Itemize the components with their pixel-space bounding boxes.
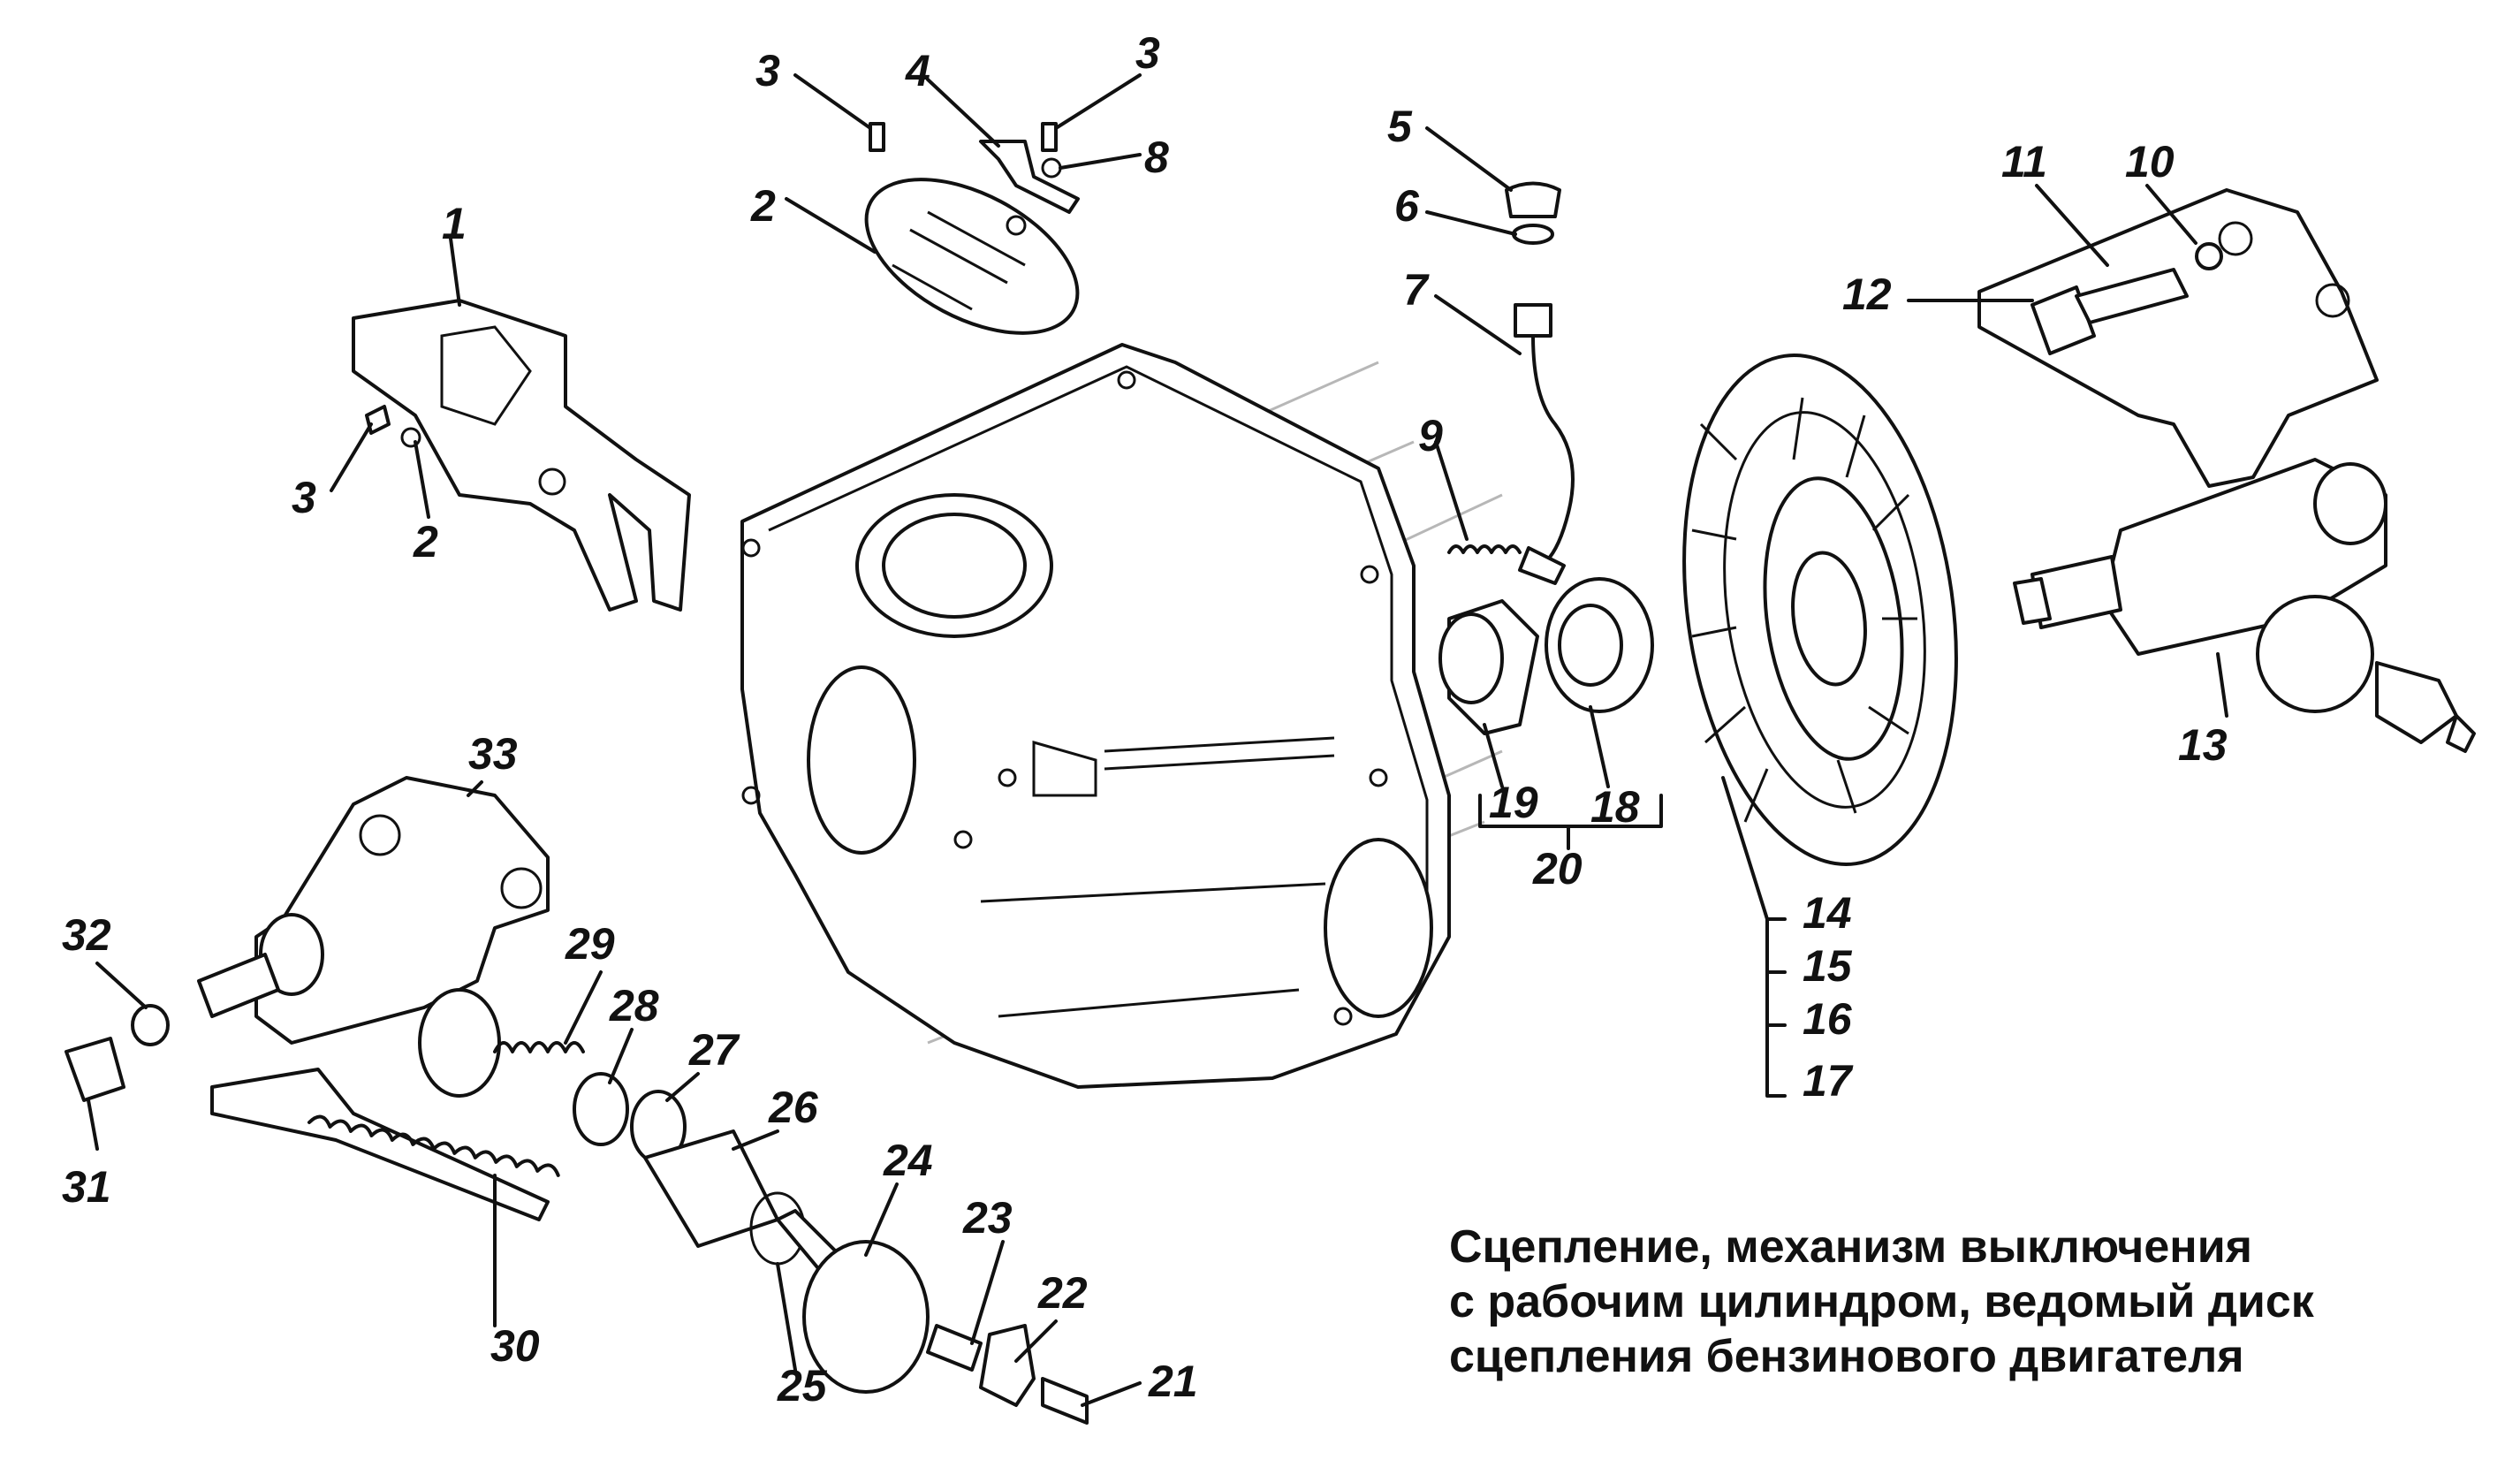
- cylinder-bracket-right: [1977, 188, 2476, 753]
- callout-16: 16: [1803, 994, 1853, 1044]
- callout-27: 27: [688, 1025, 740, 1075]
- callout-33: 33: [468, 729, 518, 779]
- callout-32: 32: [62, 910, 111, 960]
- callout-17: 17: [1803, 1056, 1854, 1106]
- callout-22: 22: [1037, 1268, 1088, 1318]
- callout-15: 15: [1803, 941, 1853, 991]
- release-fork: [352, 299, 691, 612]
- working-cylinder-left: [65, 776, 1089, 1425]
- callout-8: 8: [1144, 133, 1169, 182]
- callout-3-left: 3: [755, 46, 780, 95]
- callout-28: 28: [609, 981, 659, 1030]
- caption-line-1: Сцепление, механизм выключения: [1449, 1221, 2253, 1273]
- callout-4: 4: [905, 46, 930, 95]
- callout-31: 31: [62, 1162, 111, 1212]
- callout-18: 18: [1590, 782, 1640, 832]
- diagram-caption: Сцепление, механизм выключения с рабочим…: [1449, 1220, 2474, 1384]
- driven-disc: [1682, 354, 1958, 866]
- callout-2-cover: 2: [750, 181, 776, 231]
- callout-24: 24: [883, 1136, 933, 1185]
- callout-19: 19: [1489, 778, 1538, 827]
- callout-29: 29: [565, 919, 615, 969]
- callout-3-right: 3: [1135, 28, 1160, 78]
- callout-1: 1: [442, 199, 467, 248]
- callout-5: 5: [1387, 102, 1413, 151]
- callout-20: 20: [1532, 844, 1583, 893]
- callout-21: 21: [1148, 1357, 1198, 1406]
- return-spring: [1447, 544, 1522, 554]
- callout-30: 30: [490, 1321, 540, 1371]
- callout-10: 10: [2125, 137, 2175, 186]
- callout-23: 23: [962, 1193, 1013, 1243]
- callout-13: 13: [2178, 720, 2228, 770]
- callout-26: 26: [768, 1083, 819, 1132]
- callout-12: 12: [1842, 270, 1892, 319]
- callout-9: 9: [1418, 411, 1443, 460]
- caption-line-3: сцепления бензинового двигателя: [1449, 1331, 2244, 1382]
- leader-lines: [87, 73, 2228, 1407]
- release-bearing: [1438, 577, 1654, 735]
- callout-11: 11: [2001, 137, 2047, 186]
- callout-6: 6: [1394, 181, 1420, 231]
- callout-14: 14: [1803, 888, 1852, 938]
- callout-labels: 1 2 2 3 3 3 4 5 6 7 8 9 10 11 12 13 14 1…: [62, 28, 2228, 1410]
- callout-2-fork: 2: [413, 517, 438, 566]
- callout-3-fork: 3: [292, 473, 316, 522]
- clutch-hose: [1505, 181, 1575, 585]
- caption-line-2: с рабочим цилиндром, ведомый диск: [1449, 1276, 2314, 1327]
- hatch-cover: [864, 122, 1080, 335]
- clutch-bell-housing: [740, 343, 1451, 1089]
- callout-25: 25: [777, 1361, 828, 1410]
- callout-7: 7: [1403, 265, 1430, 315]
